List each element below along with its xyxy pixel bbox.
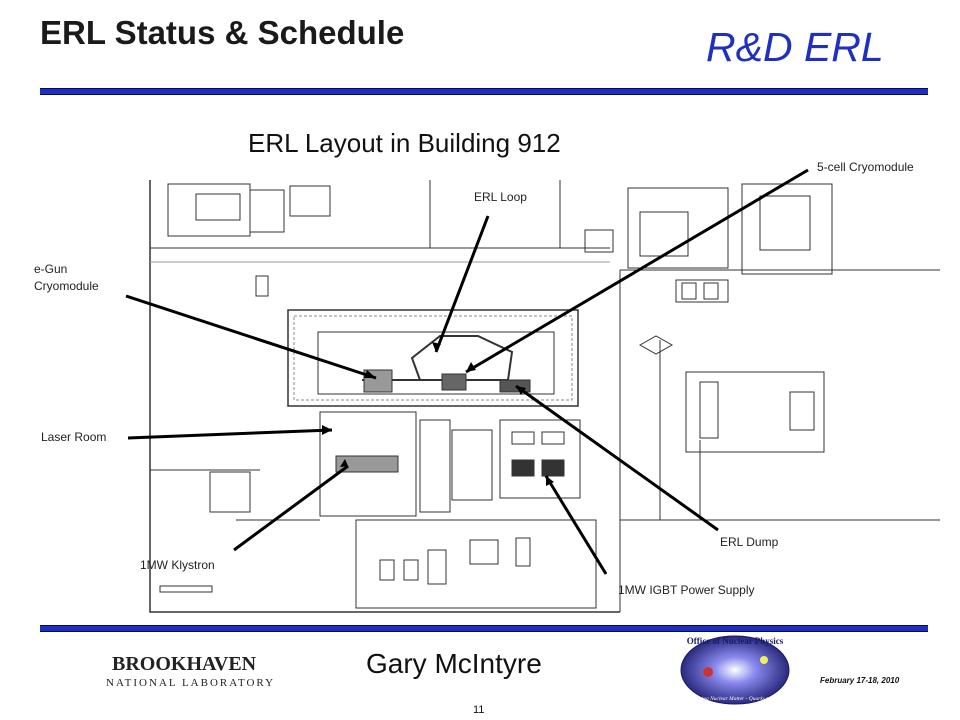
label-klystron: 1MW Klystron [140,558,215,572]
footer-rule [40,625,928,632]
onp-logo-line1: Office of Nuclear Physics [687,636,784,646]
label-erl-dump: ERL Dump [720,535,779,549]
presenter-name: Gary McIntyre [366,648,542,679]
label-laser-room: Laser Room [41,430,107,444]
figure-title: ERL Layout in Building 912 [248,128,561,158]
label-igbt-power-supply: 1MW IGBT Power Supply [618,583,755,597]
brand-label: R&D ERL [706,24,884,70]
bnl-logo-line1: BROOKHAVEN [112,653,257,675]
label-erl-loop: ERL Loop [474,190,527,204]
brookhaven-logo: BROOKHAVEN NATIONAL LABORATORY [106,653,275,689]
label-5-cell-cryomodule: 5-cell Cryomodule [817,160,914,174]
bnl-logo-line2: NATIONAL LABORATORY [106,677,275,689]
slide-title: ERL Status & Schedule [40,14,405,51]
label-egun-line1: e-Gun [34,262,68,276]
office-of-nuclear-physics-logo: Office of Nuclear Physics Exploring Nucl… [680,635,790,705]
label-egun-line2: Cryomodule [34,279,99,293]
header-rule [40,88,928,95]
page-number: 11 [473,704,485,716]
presentation-date: February 17-18, 2010 [820,676,900,685]
onp-logo-line2: Exploring Nuclear Matter - Quarks to Sta… [686,696,784,702]
